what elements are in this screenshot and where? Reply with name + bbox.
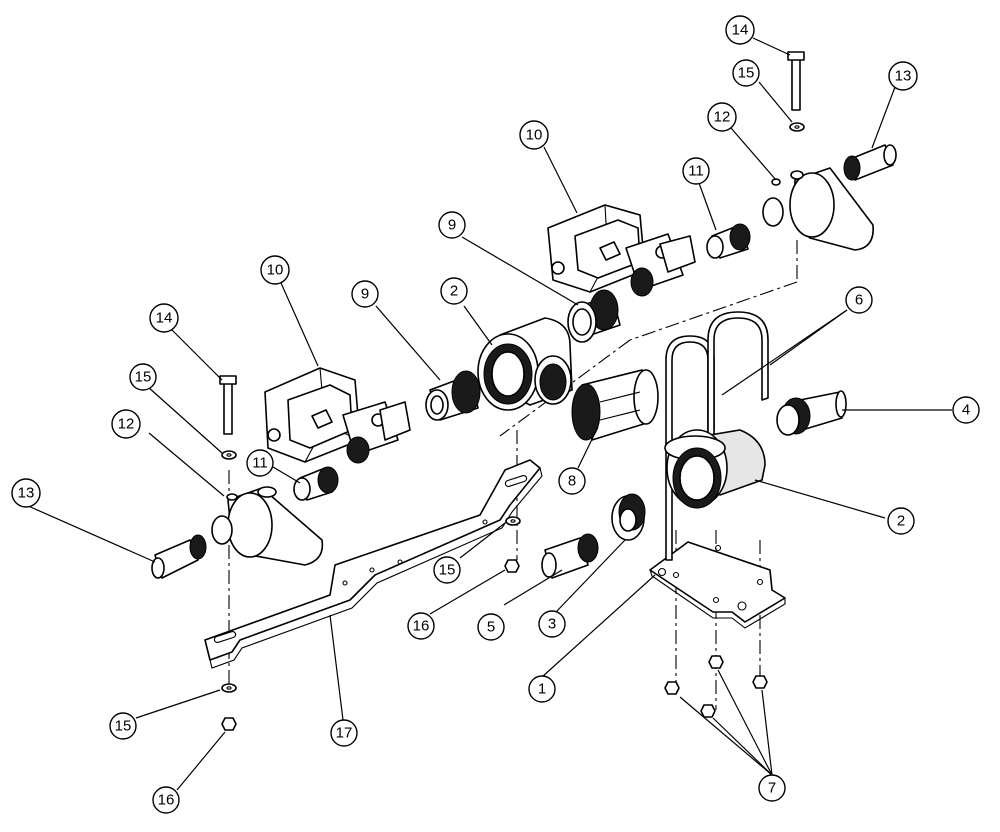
washer-part-15-group [221, 122, 805, 693]
callout-label: 12 [714, 109, 731, 126]
bracket-part-17 [204, 459, 543, 669]
callout-1: 1 [528, 675, 556, 703]
nipple-part-11-left [293, 466, 339, 501]
callout-label: 11 [688, 163, 704, 180]
callout-4: 4 [952, 396, 980, 424]
pipe-nipple-part-8 [571, 369, 659, 441]
callout-15-c: 15 [433, 556, 461, 584]
hose-barb-part-5 [541, 533, 599, 579]
u-bolt-part-6 [665, 311, 769, 561]
callout-11-right: 11 [682, 157, 710, 185]
callout-17: 17 [330, 719, 358, 747]
bolt-part-14-left [219, 375, 237, 435]
nut-group [221, 559, 768, 731]
callout-13-left: 13 [11, 478, 41, 508]
callout-label: 17 [336, 725, 353, 742]
callout-label: 15 [738, 65, 755, 82]
callout-label: 9 [448, 217, 456, 234]
callout-label: 14 [732, 22, 749, 39]
callout-3: 3 [538, 610, 566, 638]
solenoid-valve-part-10-left [264, 367, 411, 464]
callout-label: 16 [413, 618, 430, 635]
callout-label: 15 [115, 718, 132, 735]
callout-label: 14 [156, 310, 173, 327]
callout-7: 7 [758, 774, 786, 802]
callout-label: 4 [962, 402, 970, 419]
callout-15-b: 15 [732, 59, 760, 87]
valve-body-part-12-right [762, 167, 874, 251]
callout-15-d: 15 [109, 712, 137, 740]
tee-fitting-part-2-upper [477, 317, 573, 411]
adapter-part-9-left [425, 370, 481, 421]
solenoid-valve-part-10-right [547, 204, 696, 297]
callout-label: 7 [768, 780, 776, 797]
callout-2-upper: 2 [440, 277, 468, 305]
callout-16-b: 16 [152, 786, 180, 814]
callout-label: 2 [897, 513, 905, 530]
callout-label: 15 [135, 369, 152, 386]
nipple-part-11-right [706, 223, 751, 259]
callout-2-lower: 2 [887, 507, 915, 535]
callout-label: 10 [267, 262, 284, 279]
callout-label: 9 [361, 286, 369, 303]
callout-label: 2 [450, 283, 458, 300]
callout-label: 6 [855, 292, 863, 309]
hose-barb-part-13-left [151, 534, 207, 579]
callout-label: 12 [118, 416, 135, 433]
callout-16-a: 16 [407, 612, 435, 640]
callout-label: 15 [439, 562, 456, 579]
callout-label: 8 [568, 473, 576, 490]
callout-9-left: 9 [351, 280, 379, 308]
hose-barb-part-13-right [843, 144, 897, 181]
callout-label: 11 [252, 455, 268, 472]
callout-label: 13 [895, 68, 912, 85]
leader-lines [25, 37, 952, 791]
callout-8: 8 [558, 467, 586, 495]
callout-10-left: 10 [260, 255, 290, 285]
callout-label: 1 [538, 681, 546, 698]
callout-label: 5 [487, 619, 495, 636]
callout-14-right: 14 [725, 15, 755, 45]
callout-9-right: 9 [438, 211, 466, 239]
mounting-plate-part-1 [649, 541, 786, 629]
adapter-part-9-right [567, 289, 621, 343]
callout-5: 5 [477, 613, 505, 641]
hose-barb-part-4 [776, 390, 847, 436]
callout-12-left: 12 [111, 409, 141, 439]
callout-12-right: 12 [707, 102, 737, 132]
callout-6: 6 [845, 286, 873, 314]
valve-body-part-12-left [211, 486, 324, 566]
callout-label: 13 [18, 485, 35, 502]
callout-13-right: 13 [888, 61, 918, 91]
callout-label: 10 [526, 127, 543, 144]
callout-15-a: 15 [129, 363, 157, 391]
callout-label: 16 [158, 792, 175, 809]
callout-11-left: 11 [246, 449, 274, 477]
callout-label: 3 [548, 616, 556, 633]
bushing-part-3 [611, 493, 646, 541]
callout-14-left: 14 [149, 303, 179, 333]
bolt-part-14-right [787, 51, 805, 111]
callout-10-right: 10 [519, 120, 549, 150]
tee-fitting-part-2-lower [664, 429, 766, 509]
